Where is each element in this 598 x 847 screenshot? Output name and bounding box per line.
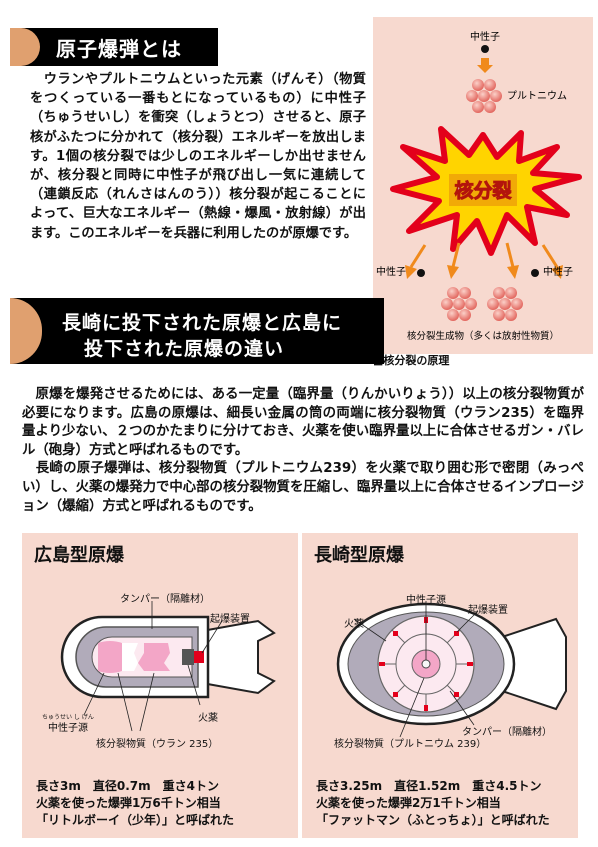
neutron-source-label: 中性子源 — [48, 723, 88, 734]
detonator-label: 起爆装置 — [210, 614, 250, 625]
hiroshima-bomb-card: 広島型原爆 タンパー（隔離材） 起爆装置 ちゅうせい し げん 中性子源 火薬 … — [22, 533, 298, 838]
products-label: 核分裂生成物（多くは放射性物質） — [407, 330, 559, 342]
neutron-left-label: 中性子 — [376, 265, 406, 278]
neutron-left — [417, 269, 425, 277]
product-nucleus-right — [487, 287, 523, 321]
neutron-right-label: 中性子 — [543, 265, 573, 278]
neutron-source-label: 中性子源 — [406, 595, 446, 606]
fissile-label: 核分裂物質（ウラン 235） — [96, 739, 219, 750]
section-title-line2: 投下された原爆の違い — [84, 338, 285, 360]
hiroshima-spec-yield: 火薬を使った爆弾1万6千トン相当 — [36, 796, 221, 810]
nagasaki-spec-nickname: 「ファットマン（ふとっちょ）」と呼ばれた — [316, 813, 550, 827]
arrow-heads-icon — [405, 265, 563, 279]
explosive-label: 火薬 — [198, 713, 218, 724]
section-title-line1: 長崎に投下された原爆と広島に — [62, 312, 343, 334]
heading-accent — [10, 298, 42, 364]
fission-diagram: 中性子 プルトニウム 核分裂 中性子 中性子 — [373, 17, 593, 354]
plutonium-label: プルトニウム — [507, 90, 567, 102]
detonator — [194, 651, 204, 663]
little-boy-diagram — [60, 601, 276, 732]
uranium-projectile — [138, 643, 170, 671]
hiroshima-spec-nickname: 「リトルボーイ（少年）」と呼ばれた — [36, 813, 235, 827]
initiator — [421, 659, 431, 669]
section-heading-atomic-bomb: 原子爆弾とは — [10, 28, 218, 66]
gap — [122, 643, 138, 671]
nagasaki-spec-yield: 火薬を使った爆弾2万1千トン相当 — [316, 796, 501, 810]
burst-glow — [449, 174, 517, 206]
section-title: 原子爆弾とは — [56, 37, 182, 61]
arrows-out-icon — [409, 242, 559, 268]
hiroshima-paragraph: 原爆を爆発させるためには、ある一定量（臨界量（りんかいりょう））以上の核分裂物質… — [22, 387, 584, 458]
arrow-down-icon — [477, 58, 493, 73]
explosive — [182, 649, 194, 665]
detonator-label: 起爆装置 — [468, 605, 508, 616]
intro-paragraph: ウランやプルトニウムといった元素（げんそ）（物質をつくっている一番もとになってい… — [30, 72, 366, 241]
neutron-top — [481, 45, 489, 53]
tamper-label: タンパー（隔離材） — [462, 727, 552, 738]
hiroshima-title: 広島型原爆 — [34, 545, 124, 566]
uranium-target — [98, 641, 122, 673]
fat-man-diagram — [336, 601, 567, 738]
nagasaki-title: 長崎型原爆 — [314, 545, 404, 566]
product-nucleus-left — [441, 287, 477, 321]
plutonium-nucleus — [466, 79, 502, 113]
heading-accent — [10, 28, 40, 66]
nagasaki-bomb-card: 長崎型原爆 中性子源 起爆装置 火 — [302, 533, 578, 838]
fission-diagram-graphic: 中性子 プルトニウム 核分裂 中性子 中性子 — [376, 30, 582, 342]
fission-burst-icon — [390, 126, 582, 256]
comparison-text: 原爆を爆発させるためには、ある一定量（臨界量（りんかいりょう））以上の核分裂物質… — [22, 386, 584, 516]
hiroshima-spec-size: 長さ3m 直径0.7m 重さ4トン — [36, 779, 219, 793]
section-heading-difference: 長崎に投下された原爆と広島に 投下された原爆の違い — [10, 298, 384, 364]
burst-label: 核分裂 — [454, 179, 511, 202]
neutron-right — [531, 269, 539, 277]
tail-fin-icon — [201, 619, 276, 695]
explosive-label: 火薬 — [344, 619, 364, 630]
fissile-label: 核分裂物質（プルトニウム 239） — [334, 739, 487, 750]
leader-lines — [353, 601, 479, 738]
nagasaki-paragraph: 長崎の原子爆弾は、核分裂物質（プルトニウム239）を火薬で取り囲む形で密閉（みっ… — [22, 461, 584, 514]
diagram-caption: ■核分裂の原理 — [373, 354, 450, 367]
nagasaki-spec-size: 長さ3.25m 直径1.52m 重さ4.5トン — [316, 779, 542, 793]
neutron-source-ruby: ちゅうせい し げん — [42, 714, 94, 721]
leader-lines — [83, 601, 223, 732]
tamper-label: タンパー（隔離材） — [120, 594, 210, 605]
neutron-top-label: 中性子 — [470, 30, 500, 43]
